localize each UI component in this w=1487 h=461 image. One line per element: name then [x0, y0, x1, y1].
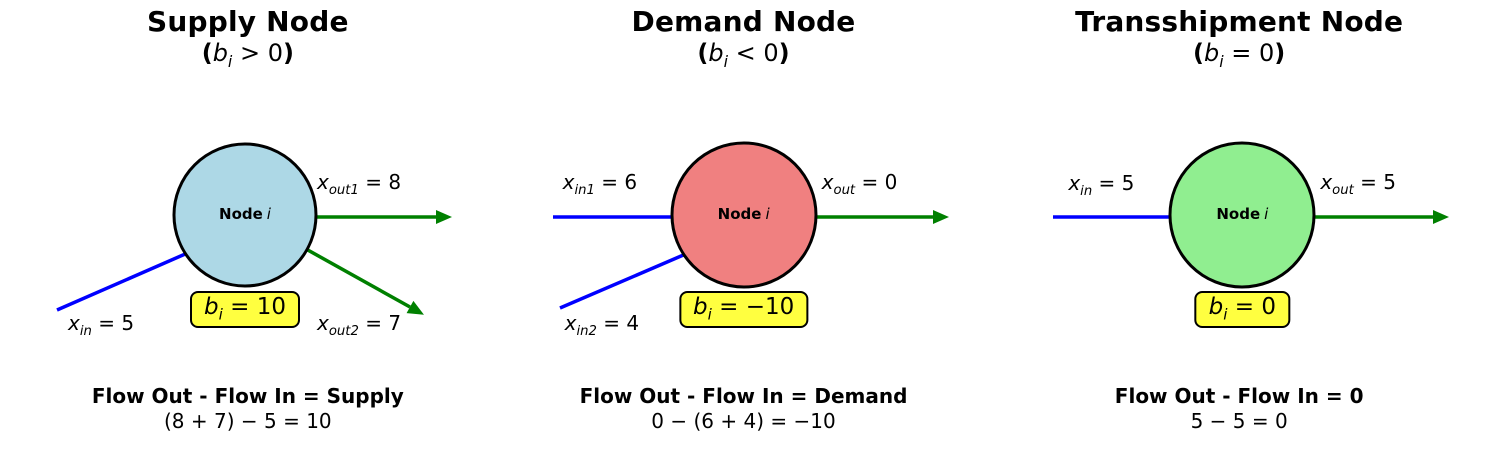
demand-node-diagram [552, 141, 949, 310]
inflow-label: xin = 5 [68, 311, 135, 339]
rule-equation: 0 − (6 + 4) = −10 [651, 409, 836, 433]
subtitle-relation: < 0 [727, 39, 779, 67]
subtitle-sub: i [227, 51, 233, 71]
transshipment-node-diagram [1053, 141, 1450, 289]
inflow2-label: xin2 = 4 [564, 311, 640, 339]
node-index: i [765, 205, 770, 223]
inflow1-label: xin1 = 6 [562, 170, 638, 198]
rule-title: Flow Out - Flow In = Demand [579, 384, 908, 408]
subtitle-var: b [708, 39, 724, 67]
inflow-label: xin = 5 [1068, 171, 1135, 199]
rule-equation: 5 − 5 = 0 [1190, 409, 1288, 433]
panel-subtitle: (bi > 0) [0, 39, 496, 71]
panel-title: Demand Node [631, 5, 856, 38]
balance-badge: bi = 0 [1194, 291, 1291, 328]
subtitle-sub: i [1219, 51, 1224, 71]
panel-title: Transshipment Node [1075, 5, 1404, 38]
supply-node-circle [172, 142, 318, 288]
subtitle-relation: > 0 [232, 39, 283, 67]
open-paren: ( [697, 39, 709, 67]
subtitle-var: b [212, 39, 228, 67]
node-index: i [1264, 205, 1269, 223]
supply-node-diagram [56, 142, 452, 315]
balance-badge: bi = −10 [679, 291, 809, 328]
subtitle-var: b [1204, 39, 1220, 67]
balance-badge: bi = 10 [190, 291, 300, 328]
demand-node-circle [670, 141, 818, 289]
panel-title: Supply Node [146, 5, 349, 38]
open-paren: ( [201, 39, 213, 67]
rule-title: Flow Out - Flow In = 0 [1114, 384, 1364, 408]
outflow1-label: xout1 = 8 [317, 170, 402, 198]
close-paren: ) [282, 39, 294, 67]
subtitle-sub: i [723, 51, 728, 71]
panel-subtitle: (bi = 0) [991, 39, 1487, 71]
subtitle-relation: = 0 [1223, 39, 1275, 67]
open-paren: ( [1193, 39, 1205, 67]
outflow-label: xout = 0 [821, 170, 898, 198]
outflow2-label: xout2 = 7 [317, 311, 402, 339]
rule-title: Flow Out - Flow In = Supply [91, 384, 404, 408]
transshipment-node-circle [1168, 141, 1316, 289]
close-paren: ) [778, 39, 790, 67]
node-index: i [266, 205, 271, 223]
panel-subtitle: (bi < 0) [496, 39, 992, 71]
outflow-label: xout = 5 [1320, 170, 1396, 198]
close-paren: ) [1274, 39, 1286, 67]
rule-equation: (8 + 7) − 5 = 10 [164, 409, 332, 433]
